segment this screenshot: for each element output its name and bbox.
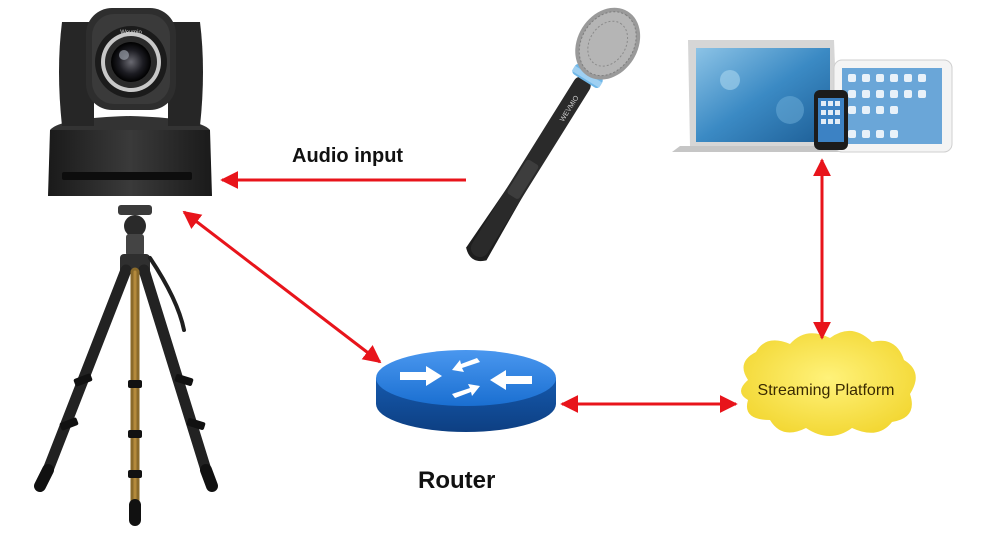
router-label: Router xyxy=(418,467,495,494)
devices-icon xyxy=(672,40,953,153)
streaming-platform-label: Streaming Platform xyxy=(758,382,895,399)
camera-router-arrow xyxy=(182,210,382,364)
audio-input-label: Audio input xyxy=(292,145,403,167)
streaming-platform-cloud: Streaming Platform xyxy=(741,330,916,436)
router-icon xyxy=(376,350,556,432)
ptz-camera-icon: Wevmio xyxy=(48,8,212,196)
connection-arrows xyxy=(182,158,831,413)
microphone-icon: WEVMIO xyxy=(466,7,641,261)
tripod-icon xyxy=(34,205,218,526)
camera-brand-text: Wevmio xyxy=(120,30,142,36)
